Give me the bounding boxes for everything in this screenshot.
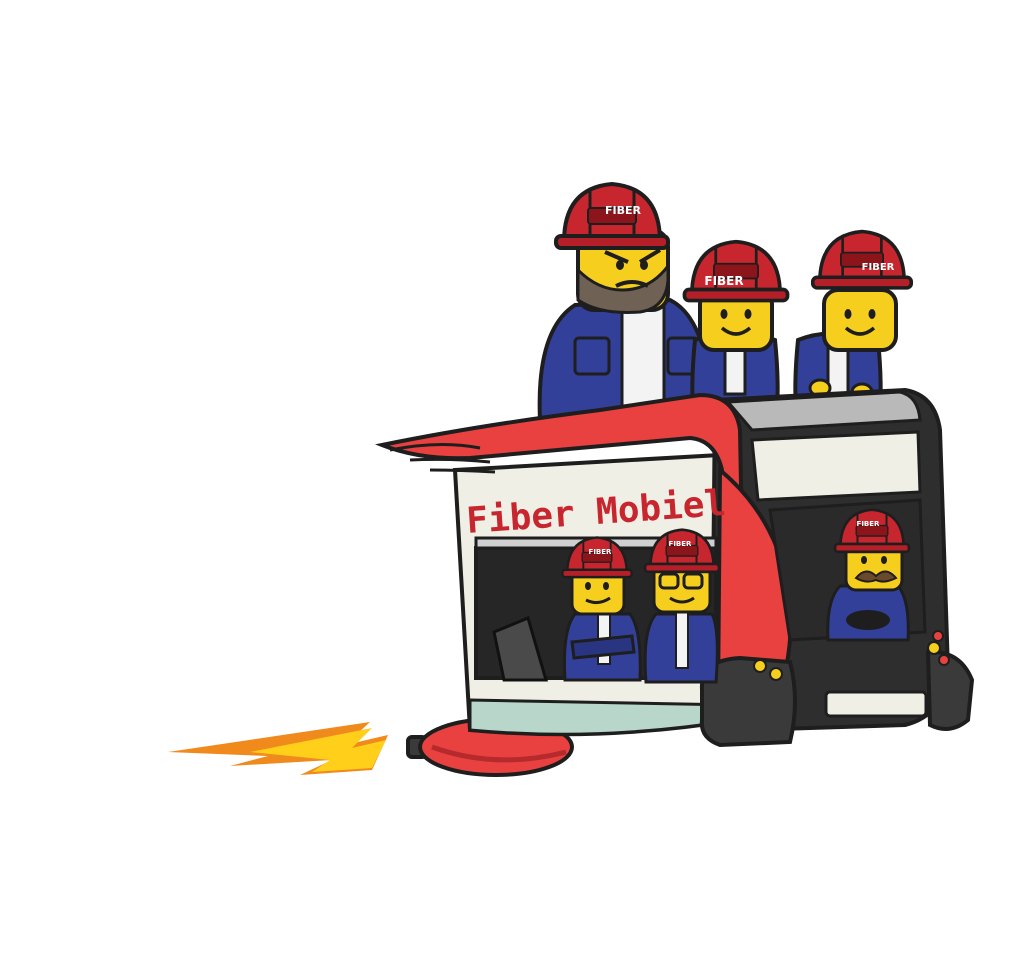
helmet-label-4: FIBER — [589, 548, 613, 556]
worker-bearded: FIBER — [537, 182, 715, 422]
helmet-label-3: FIBER — [862, 262, 895, 273]
rocket-flame — [168, 722, 388, 775]
worker-passenger-arms-crossed: FIBER — [561, 536, 642, 682]
worker-middle: FIBER — [682, 239, 790, 412]
helmet-label-6: FIBER — [857, 520, 881, 528]
worker-passenger-glasses: FIBER — [643, 528, 721, 684]
worker-right: FIBER — [793, 229, 914, 412]
helmet-label-5: FIBER — [669, 540, 693, 548]
license-plate — [824, 690, 928, 718]
worker-driver-mustache: FIBER — [826, 508, 911, 642]
helmet-label-1: FIBER — [605, 204, 642, 217]
helmet-label-2: FIBER — [704, 274, 743, 288]
